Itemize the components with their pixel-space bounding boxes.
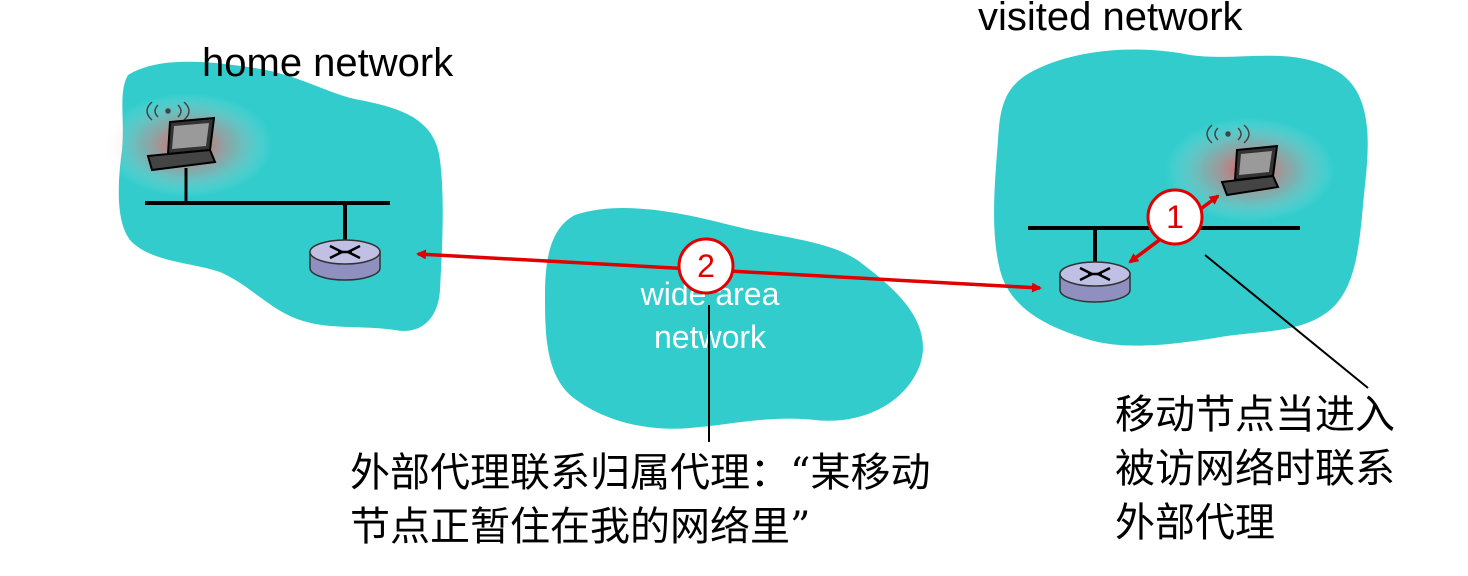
step-1-number: 1 <box>1166 199 1184 235</box>
mobile-contacts-fa-note-line1: 移动节点当进入 <box>1115 392 1395 438</box>
step-2-badge: 2 <box>677 237 735 295</box>
foreign-agent-router-icon <box>1059 261 1131 303</box>
wan-label-line2: network <box>654 319 767 355</box>
visited-wifi-icon <box>1206 124 1250 144</box>
mobile-node-laptop-icon <box>1220 144 1280 197</box>
home-agent-router-icon <box>309 239 381 281</box>
visited-callout-line <box>1204 254 1369 389</box>
step-2-number: 2 <box>697 248 715 284</box>
home-wifi-icon <box>146 101 190 121</box>
home-laptop-icon <box>146 116 217 203</box>
mobile-contacts-fa-note-line2: 被访网络时联系 <box>1115 446 1395 492</box>
fa-contacts-ha-note-line2: 节点正暂住在我的网络里” <box>350 504 810 550</box>
home-network-label: home network <box>202 41 454 85</box>
step-1-badge: 1 <box>1146 188 1204 246</box>
fa-contacts-ha-note-line1: 外部代理联系归属代理：“某移动 <box>350 450 930 496</box>
mobile-contacts-fa-note-line3: 外部代理 <box>1115 500 1275 546</box>
visited-network-label: visited network <box>978 0 1244 39</box>
